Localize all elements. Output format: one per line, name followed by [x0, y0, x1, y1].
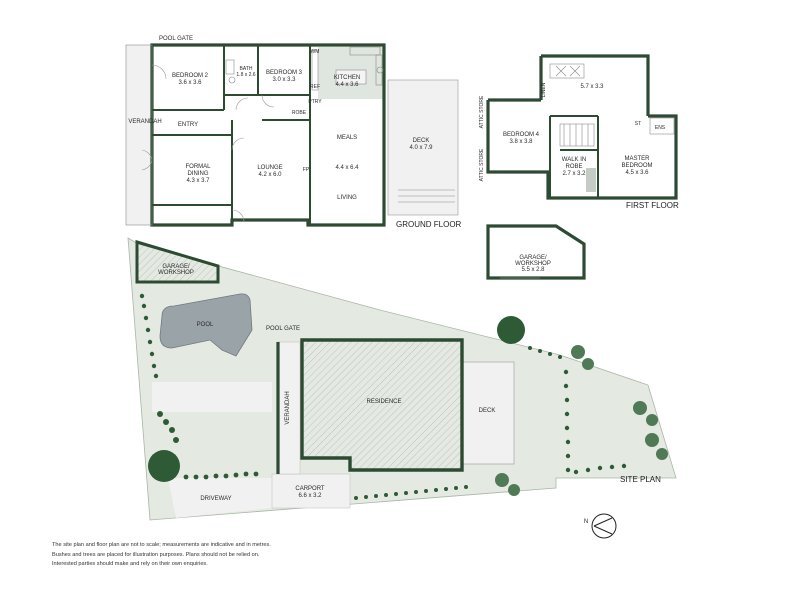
site-deck-label: DECK: [479, 408, 496, 414]
garage-plan-name-2: WORKSHOP: [515, 261, 551, 267]
site-plan-heading: SITE PLAN: [620, 475, 661, 484]
ens-label: ENS: [655, 125, 666, 131]
formal-dining-size: 4.3 x 3.7: [186, 178, 210, 184]
attic-store-1-label: ATTIC STORE: [479, 95, 485, 128]
first-floor-heading: FIRST FLOOR: [626, 201, 679, 210]
formal-dining-name-2: DINING: [188, 171, 209, 177]
disclaimer-line-1: The site plan and floor plan are not to …: [52, 542, 271, 548]
meals-living-size: 4.4 x 6.4: [335, 165, 359, 171]
garage-plan: GARAGE/ WORKSHOP 5.5 x 2.8: [486, 224, 586, 280]
site-garage-name-1: GARAGE/: [162, 264, 190, 270]
bedroom3-size: 3.0 x 3.3: [272, 77, 296, 83]
residence-footprint: [300, 338, 464, 472]
kitchen-name: KITCHEN: [334, 75, 360, 81]
robe-label: ROBE: [292, 110, 307, 116]
ground-floor-plan: POOL GATE VERANDAH ENTRY BEDROOM 2 3.6 x…: [125, 36, 462, 229]
wir-size: 2.7 x 3.2: [562, 171, 586, 177]
upper-room-size: 5.7 x 3.3: [580, 84, 604, 90]
north-label: N: [584, 519, 588, 525]
master-name-2: BEDROOM: [621, 163, 652, 169]
ground-floor-heading: GROUND FLOOR: [396, 220, 462, 229]
bath-size: 1.8 x 2.6: [236, 72, 255, 78]
pool-label: POOL: [197, 322, 214, 328]
wir-name-1: WALK IN: [562, 157, 586, 163]
pool-shape: [159, 293, 253, 357]
wm-label: WM: [311, 49, 320, 55]
site-garage-name-2: WORKSHOP: [158, 270, 194, 276]
lounge-name: LOUNGE: [257, 165, 282, 171]
formal-dining-name-1: FORMAL: [185, 164, 211, 170]
bedroom2-name: BEDROOM 2: [172, 73, 209, 79]
disclaimer: The site plan and floor plan are not to …: [52, 541, 312, 570]
bath-name: BATH: [240, 66, 253, 72]
ref-label: REF: [310, 84, 320, 90]
master-name-1: MASTER: [624, 156, 650, 162]
site-plan: GARAGE/ WORKSHOP POOL POOL GATE RESIDENC…: [127, 237, 677, 539]
disclaimer-line-2: Bushes and trees are placed for illustra…: [52, 551, 260, 558]
ptry-label: PTRY: [308, 99, 322, 105]
site-verandah-label: VERANDAH: [285, 391, 291, 424]
fp-label: FP: [303, 167, 310, 173]
garage-plan-size: 5.5 x 2.8: [521, 267, 545, 273]
garage-plan-name-1: GARAGE/: [519, 255, 547, 261]
bedroom3-name: BEDROOM 3: [266, 70, 303, 76]
site-pool-gate-label: POOL GATE: [266, 326, 300, 332]
deck-name: DECK: [413, 138, 430, 144]
master-size: 4.5 x 3.6: [625, 170, 649, 176]
living-name: LIVING: [337, 195, 357, 201]
bedroom2-size: 3.6 x 3.6: [178, 80, 202, 86]
entry-label: ENTRY: [178, 122, 198, 128]
bedroom4-size: 3.8 x 3.8: [509, 139, 533, 145]
verandah-label: VERANDAH: [128, 119, 161, 125]
attic-store-2-label: ATTIC STORE: [479, 148, 485, 181]
wir-name-2: ROBE: [565, 164, 582, 170]
carport-size: 6.6 x 3.2: [298, 493, 322, 499]
deck-area: [387, 79, 459, 216]
disclaimer-line-3: Interested parties should make and rely …: [52, 561, 208, 567]
kitchen-size: 4.4 x 3.6: [335, 82, 359, 88]
lounge-size: 4.2 x 6.0: [258, 172, 282, 178]
verandah-area: [126, 45, 152, 225]
carport-name: CARPORT: [295, 486, 325, 492]
pool-gate-label: POOL GATE: [159, 36, 193, 42]
residence-label: RESIDENCE: [366, 399, 401, 405]
meals-name: MEALS: [337, 135, 357, 141]
bedroom4-name: BEDROOM 4: [503, 132, 540, 138]
first-floor-plan: 5.7 x 3.3 LINEN ATTIC STORE ATTIC STORE …: [479, 54, 679, 210]
ff-linen-label: LINEN: [541, 82, 547, 97]
st-label: ST: [635, 121, 641, 127]
deck-size: 4.0 x 7.9: [409, 145, 433, 151]
driveway-label: DRIVEWAY: [200, 496, 231, 502]
